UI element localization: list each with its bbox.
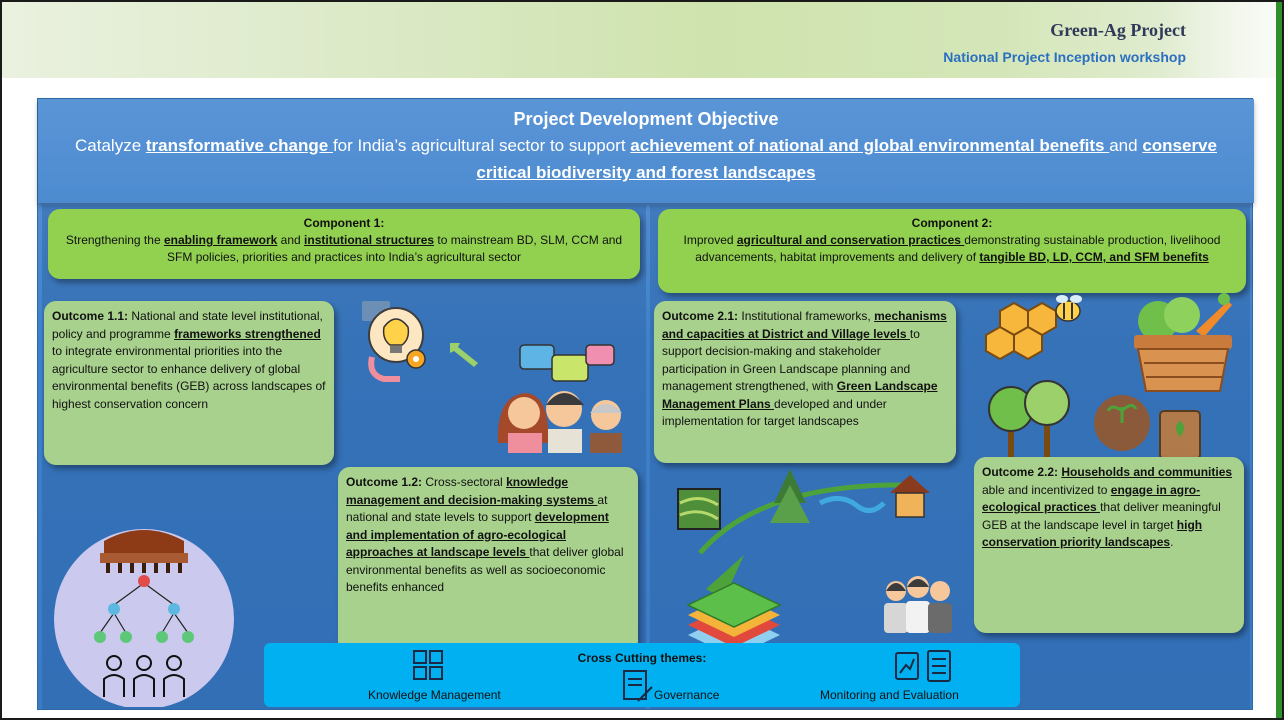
outcome-2-2-box: Outcome 2.2: Households and communities … [974,457,1244,633]
component-2-title: Component 2: [911,216,993,230]
governance-label: Governance [654,688,720,702]
seedling-soil-icon [1086,393,1206,461]
objective-text: Catalyze transformative change for India… [75,136,1217,182]
monitoring-evaluation-icon [894,649,954,683]
brand-stripe [1276,2,1282,718]
component-1-box: Component 1: Strengthening the enabling … [48,209,640,279]
vegetable-basket-icon [1124,291,1242,395]
workshop-subtitle: National Project Inception workshop [943,49,1186,65]
component-2-column: Component 2: Improved Improved agricultu… [650,205,1250,709]
main-panel: Project Development Objective Catalyze t… [37,98,1254,710]
lightbulb-brain-gear-icon [358,297,428,385]
outcome-1-2-box: Outcome 1.2: Cross-sectoral knowledge ma… [338,467,638,653]
component-1-column: Component 1: Strengthening the enabling … [42,205,646,709]
outcome-2-1-box: Outcome 2.1: Institutional frameworks, m… [654,301,956,463]
objective-title: Project Development Objective [513,109,779,129]
monitoring-evaluation-label: Monitoring and Evaluation [820,688,959,702]
knowledge-management-label: Knowledge Management [368,688,501,702]
parliament-hierarchy-icon [44,501,276,709]
trees-icon [986,369,1076,461]
people-discussion-icon [490,343,640,453]
component-2-box: Component 2: Improved Improved agricultu… [658,209,1246,293]
landscape-network-icon [670,463,952,563]
project-title: Green-Ag Project [1050,20,1186,40]
arrow-icon [448,341,480,367]
cross-cutting-title: Cross Cutting themes: [577,651,707,665]
governance-icon [618,669,656,705]
cross-cutting-themes-bar: Cross Cutting themes: Knowledge Manageme… [264,643,1020,707]
header-band [2,2,1282,78]
component-1-title: Component 1: [303,216,385,230]
project-objective-banner: Project Development Objective Catalyze t… [38,99,1254,203]
community-people-icon [878,571,958,637]
outcome-1-1-box: Outcome 1.1: National and state level in… [44,301,334,465]
honeycomb-bee-icon [980,295,1100,367]
knowledge-management-icon [412,649,446,683]
